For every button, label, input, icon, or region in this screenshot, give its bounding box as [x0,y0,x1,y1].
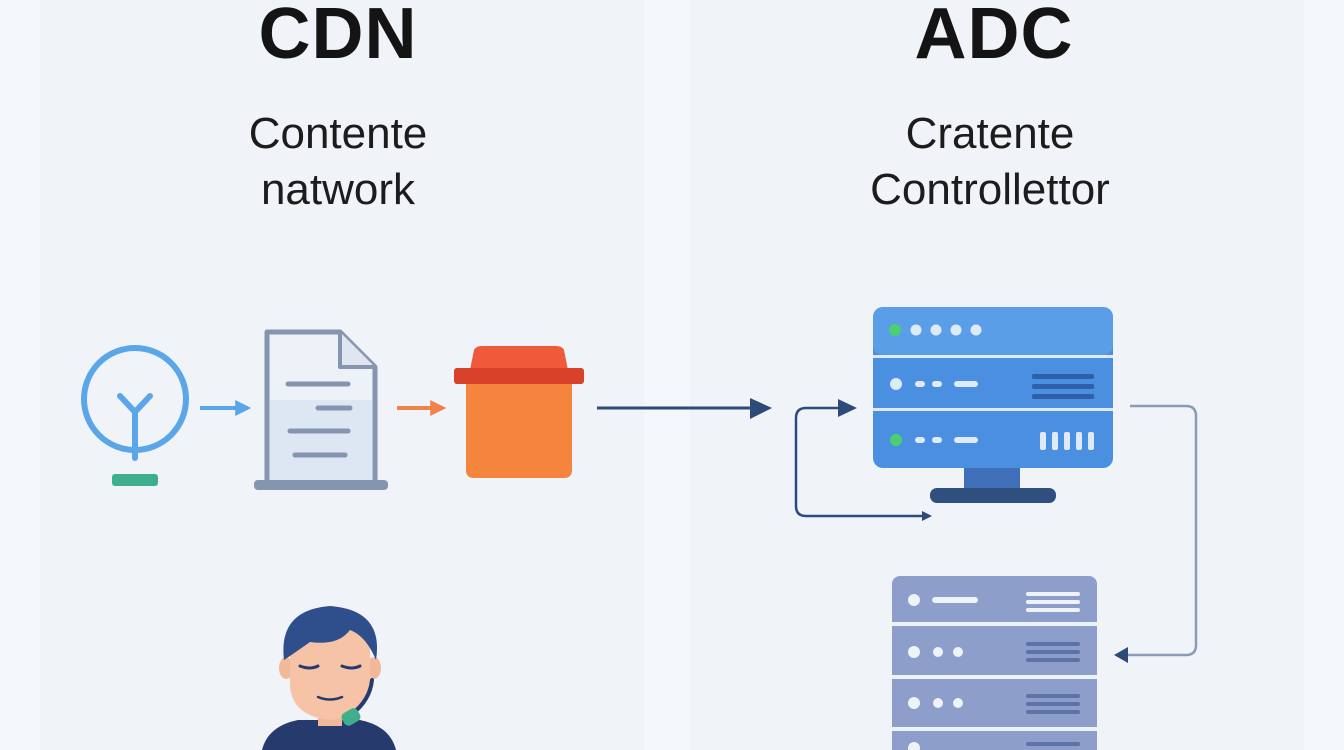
loop-arrow [794,399,932,521]
document-icon [254,329,388,490]
cdn-subtitle-line2: natwork [260,165,416,214]
connector-arrow-to-server-stack [1114,404,1198,663]
adc-subtitle: Cratente Controllettor [760,106,1220,218]
adc-subtitle-line2: Controllettor [870,165,1110,214]
person-with-headset-icon [262,606,396,750]
cdn-subtitle: Contente natwork [108,106,568,218]
cache-bin-icon [454,346,584,478]
antenna-icon [81,345,189,486]
monitor-server-rack-icon [873,307,1113,503]
adc-subtitle-line1: Cratente [905,109,1075,158]
arrow-cdn-to-adc [597,398,772,419]
cdn-subtitle-line1: Contente [248,109,428,158]
server-stack-icon [892,576,1097,750]
adc-title: ADC [914,0,1074,74]
cdn-title: CDN [258,0,418,74]
